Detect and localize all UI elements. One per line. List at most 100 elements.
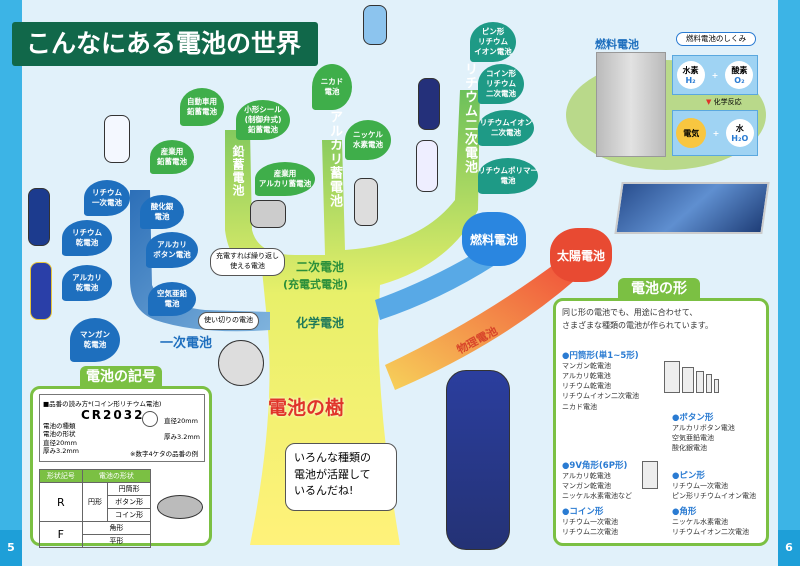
battery-character bbox=[250, 200, 286, 228]
fuel-cell-unit-image bbox=[596, 52, 666, 157]
page-number-left: 5 bbox=[0, 530, 22, 566]
th-symbol: 形状記号 bbox=[39, 469, 83, 483]
tree-trunk bbox=[225, 90, 480, 545]
group-name: ●9V角形(6P形) bbox=[562, 461, 628, 471]
group-cylindrical: ●円筒形(単1~5形)マンガン乾電池 アルカリ乾電池 リチウム乾電池 リチウムイ… bbox=[562, 349, 639, 412]
symbols-tab: 電池の記号 bbox=[80, 366, 162, 388]
leaf-silver-oxide: 酸化銀 電池 bbox=[140, 195, 184, 229]
group-items: リチウム一次電池 ピン形リチウムイオン電池 bbox=[672, 482, 756, 501]
alkaline-storage-label: アルカリ蓄電池 bbox=[327, 110, 342, 208]
h2-label: H₂ bbox=[685, 76, 696, 85]
symbol-f: F bbox=[39, 521, 83, 548]
shape-coin: コイン形 bbox=[107, 508, 151, 522]
left-page-strip: 5 bbox=[0, 0, 22, 566]
leaf-small-sealed-lead: 小形シール (制御弁式) 鉛蓄電池 bbox=[236, 100, 290, 140]
group-name: ●コイン形 bbox=[562, 507, 604, 517]
battery-character bbox=[363, 5, 387, 45]
battery-character bbox=[28, 188, 50, 246]
right-page-strip: 6 bbox=[778, 0, 800, 566]
group-pin: ●ピン形リチウム一次電池 ピン形リチウムイオン電池 bbox=[672, 469, 756, 501]
electricity-circle: 電気 bbox=[676, 118, 707, 148]
oxygen-label: 酸素 bbox=[731, 66, 748, 75]
group-items: ニッケル水素電池 リチウムイオン二次電池 bbox=[672, 518, 749, 537]
hydrogen-label: 水素 bbox=[682, 66, 699, 75]
coin-cell-diagram bbox=[142, 411, 158, 427]
single-use-note-bubble: 使い切りの電池 bbox=[198, 312, 259, 330]
group-button: ●ボタン形アルカリボタン電池 空気亜鉛電池 酸化銀電池 bbox=[672, 411, 735, 453]
cylindrical-batteries-icon bbox=[664, 361, 719, 393]
battery-character bbox=[218, 340, 264, 386]
shape-flat: 平形 bbox=[81, 534, 152, 548]
h2o-label: H₂O bbox=[731, 134, 749, 143]
shapes-intro: 同じ形の電池でも、用途に合わせて、 さまざまな種類の電池が作られています。 bbox=[562, 308, 713, 330]
group-items: リチウム一次電池 リチウム二次電池 bbox=[562, 518, 618, 537]
group-name: ●ボタン形 bbox=[672, 413, 714, 423]
page-number-right: 6 bbox=[778, 530, 800, 566]
solar-panel-image bbox=[614, 182, 770, 234]
battery-character bbox=[30, 262, 52, 320]
fuel-panel-title: 燃料電池 bbox=[595, 38, 639, 51]
chemical-battery-label: 化学電池 bbox=[296, 316, 345, 330]
9v-battery-icon bbox=[642, 461, 658, 489]
legend-shape: 電池の形状 bbox=[43, 430, 76, 439]
fuel-branch bbox=[375, 250, 495, 320]
battery-tree-label: 電池の樹 bbox=[268, 397, 345, 419]
symbols-box: ■品番の読み方*(コイン形リチウム電池) CR2032 電池の種類電池の形状直径… bbox=[30, 386, 212, 548]
rechargeable-note-bubble: 充電すれば繰り返し 使える電池 bbox=[210, 248, 285, 276]
down-arrow-icon: ▼ bbox=[706, 98, 712, 106]
group-items: アルカリ乾電池 マンガン乾電池 ニッケル水素電池など bbox=[562, 472, 632, 501]
leaf-lithium-ion: リチウムイオン 二次電池 bbox=[478, 110, 534, 146]
robot-character bbox=[446, 370, 510, 550]
page-title: こんなにある電池の世界 bbox=[12, 22, 318, 66]
group-items: マンガン乾電池 アルカリ乾電池 リチウム乾電池 リチウムイオン二次電池 ニカド電… bbox=[562, 362, 639, 411]
shapes-tab: 電池の形 bbox=[618, 278, 700, 300]
battery-character bbox=[416, 140, 438, 192]
legend-type: 電池の種類 bbox=[43, 422, 76, 430]
leaf-alkaline-button: アルカリ ボタン電池 bbox=[146, 232, 198, 268]
group-coin: ●コイン形リチウム一次電池 リチウム二次電池 bbox=[562, 505, 618, 537]
leaf-alkaline-dry: アルカリ 乾電池 bbox=[62, 265, 112, 301]
fuel-mechanism-label: 燃料電池のしくみ bbox=[676, 32, 756, 46]
battery-character bbox=[104, 115, 130, 163]
group-items: アルカリボタン電池 空気亜鉛電池 酸化銀電池 bbox=[672, 424, 735, 453]
shape-cylinder: 円筒形 bbox=[107, 482, 151, 496]
group-name: ●角形 bbox=[672, 507, 697, 517]
shape-button: ボタン形 bbox=[107, 495, 151, 509]
symbol-r: R bbox=[39, 482, 83, 522]
part-number-guide: ■品番の読み方*(コイン形リチウム電池) CR2032 電池の種類電池の形状直径… bbox=[39, 394, 205, 462]
legend-diameter: 直径20mm bbox=[43, 438, 77, 447]
leaf-lithium-dry: リチウム 乾電池 bbox=[62, 220, 112, 256]
leaf-industrial-lead: 産業用 鉛蓄電池 bbox=[150, 140, 194, 174]
group-name: ●円筒形(単1~5形) bbox=[562, 351, 639, 361]
primary-battery-label: 一次電池 bbox=[160, 336, 213, 351]
part-number-code: CR2032 bbox=[81, 408, 145, 422]
legend-thickness: 厚み3.2mm bbox=[43, 447, 80, 456]
rechargeable-label: (充電式電池) bbox=[283, 278, 349, 291]
coin-battery-character bbox=[157, 495, 203, 519]
leaf-nimh: ニッケル 水素電池 bbox=[345, 120, 391, 160]
water-label: 水 bbox=[735, 124, 744, 133]
speech-bubble: いろんな種類の 電池が活躍して いるんだね! bbox=[285, 443, 397, 511]
battery-character bbox=[418, 78, 440, 130]
o2-label: O₂ bbox=[734, 76, 745, 85]
reaction-text: 化学反応 bbox=[713, 98, 742, 106]
fuel-cell-cloud: 燃料電池 bbox=[462, 212, 526, 266]
leaf-lithium-primary: リチウム 一次電池 bbox=[84, 180, 130, 216]
battery-character bbox=[354, 178, 378, 226]
reaction-label: ▼ 化学反応 bbox=[706, 97, 742, 107]
leaf-industrial-alkaline: 産業用 アルカリ蓄電池 bbox=[255, 162, 315, 196]
shape-square: 角形 bbox=[81, 521, 152, 535]
physical-branch bbox=[385, 260, 575, 390]
secondary-battery-label: 二次電池 bbox=[296, 260, 345, 274]
solar-cell-cloud: 太陽電池 bbox=[550, 228, 612, 282]
shape-round: 円形 bbox=[81, 482, 109, 522]
leaf-auto-lead: 自動車用 鉛蓄電池 bbox=[180, 88, 224, 126]
group-9v: ●9V角形(6P形)アルカリ乾電池 マンガン乾電池 ニッケル水素電池など bbox=[562, 459, 632, 501]
plus-icon: + bbox=[711, 70, 719, 80]
group-name: ●ピン形 bbox=[672, 471, 705, 481]
